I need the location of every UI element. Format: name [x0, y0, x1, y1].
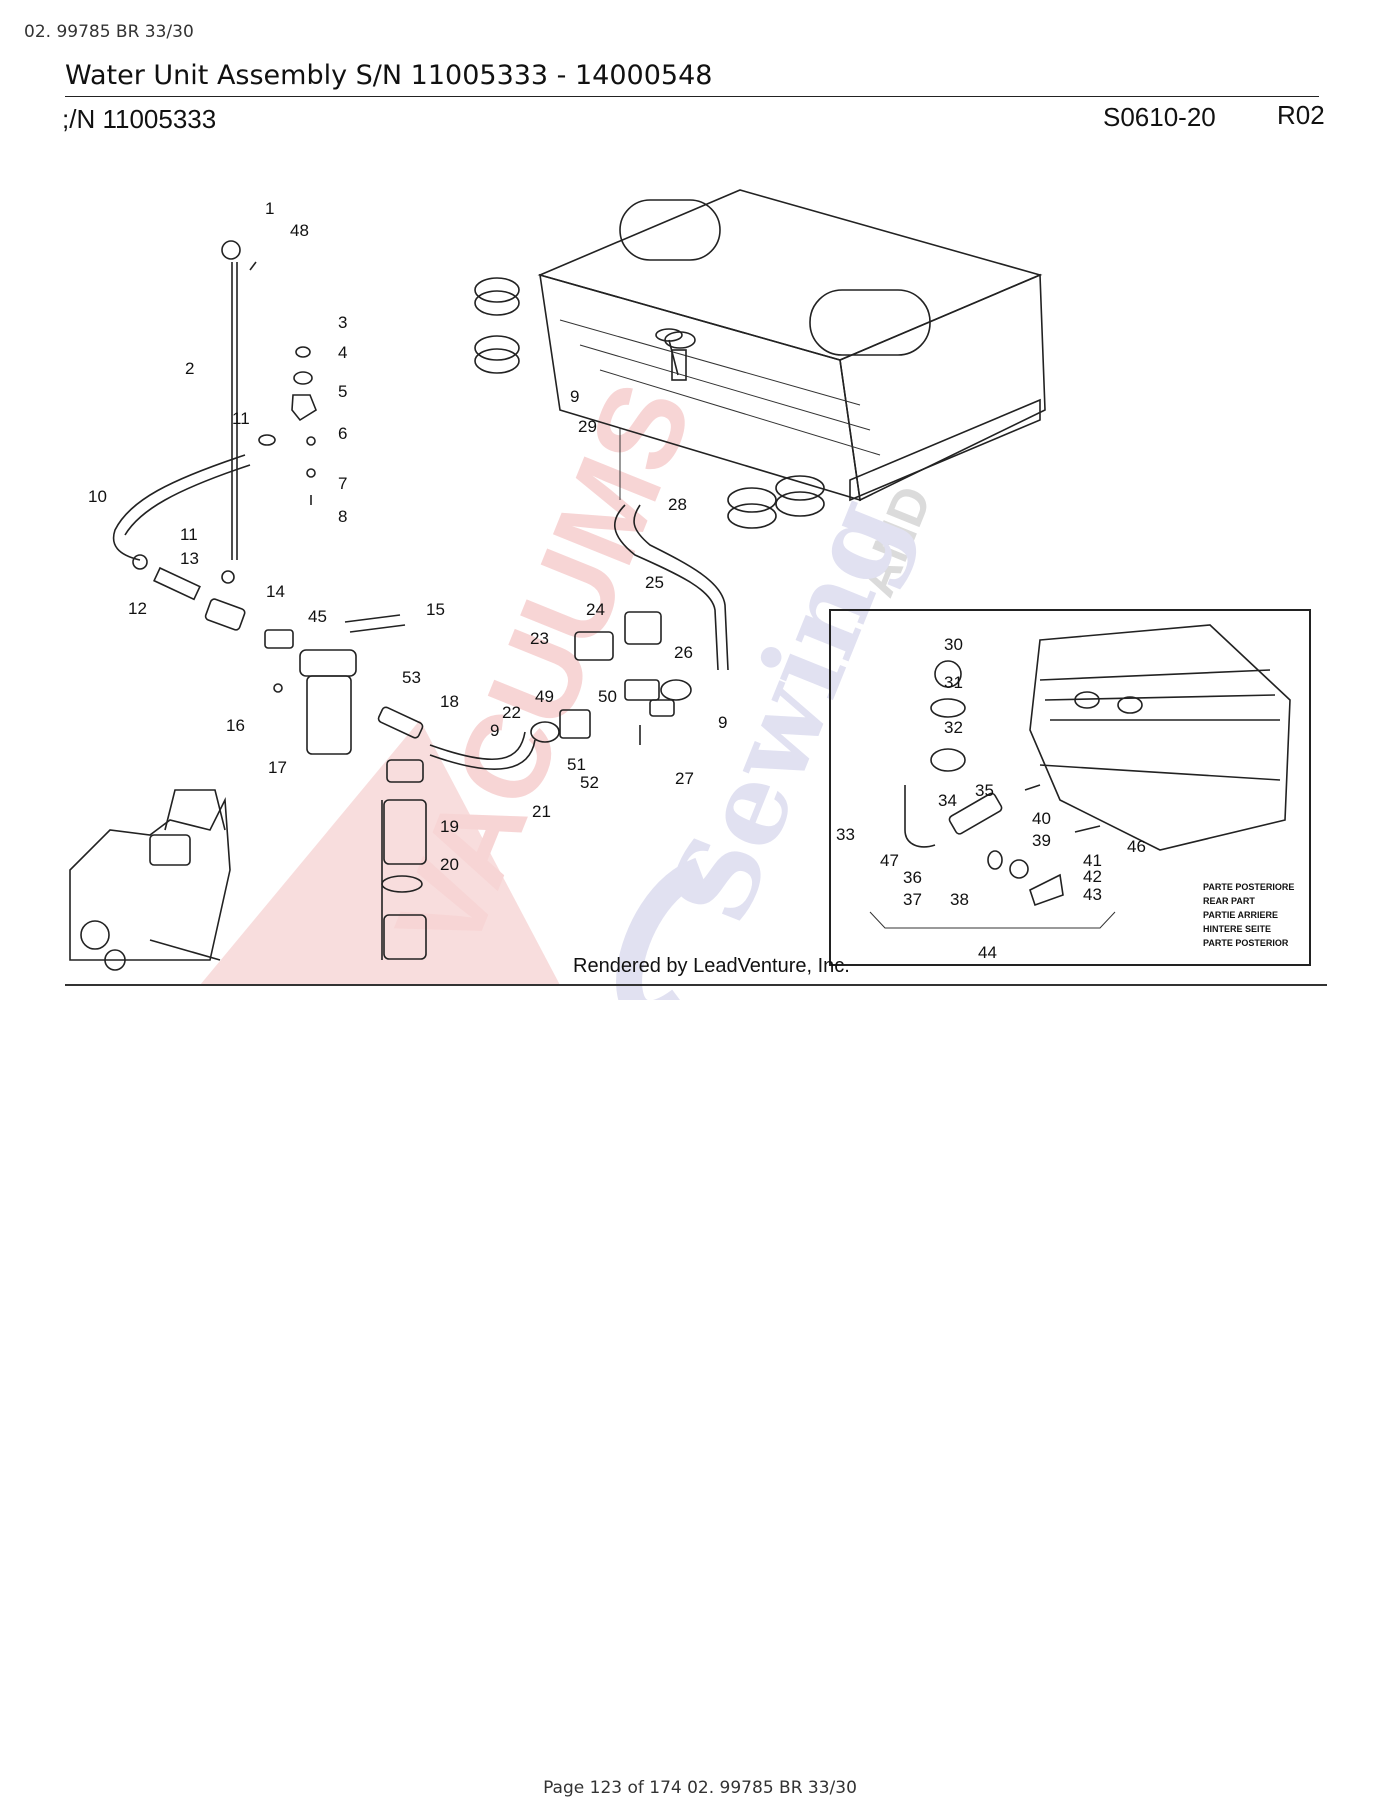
main-frame-drawing: [474, 189, 1046, 529]
callout-14: 14: [266, 582, 285, 601]
callout-34: 34: [938, 791, 957, 810]
callout-3: 3: [338, 313, 347, 332]
callout-43: 43: [1083, 885, 1102, 904]
page-footer: Page 123 of 174 02. 99785 BR 33/30: [543, 1778, 857, 1798]
callout-24: 24: [586, 600, 605, 619]
svg-text:PARTIE ARRIERE: PARTIE ARRIERE: [1203, 910, 1278, 920]
callout-10: 10: [88, 487, 107, 506]
callout-46: 46: [1127, 837, 1146, 856]
callout-41: 41: [1083, 851, 1102, 870]
callout-32: 32: [944, 718, 963, 737]
watermark-swoosh: [616, 857, 706, 1000]
callout-7: 7: [338, 474, 347, 493]
callout-49: 49: [535, 687, 554, 706]
water-line-parts: [112, 240, 729, 960]
callout-25: 25: [645, 573, 664, 592]
drawing-number: S0610-20: [1103, 102, 1216, 132]
callout-8: 8: [338, 507, 347, 526]
watermark-red-triangle: [200, 720, 560, 985]
callout-45: 45: [308, 607, 327, 626]
callout-4: 4: [338, 343, 347, 362]
callout-19: 19: [440, 817, 459, 836]
svg-text:REAR PART: REAR PART: [1203, 896, 1255, 906]
bottom-divider: [65, 984, 1327, 986]
watermark: VACUUMS AND Sewing: [200, 365, 943, 1000]
page-title: Water Unit Assembly S/N 11005333 - 14000…: [65, 60, 713, 91]
callout-9c: 9: [718, 713, 727, 732]
render-credit: Rendered by LeadVenture, Inc.: [573, 955, 850, 977]
document-id: 02. 99785 BR 33/30: [24, 22, 194, 42]
callout-9a: 9: [570, 387, 579, 406]
callout-30: 30: [944, 635, 963, 654]
revision-code: R02: [1277, 100, 1325, 130]
callout-26: 26: [674, 643, 693, 662]
callout-53: 53: [402, 668, 421, 687]
callout-28: 28: [668, 495, 687, 514]
callout-2: 2: [185, 359, 194, 378]
title-divider: [65, 96, 1319, 97]
callout-23: 23: [530, 629, 549, 648]
exploded-parts-diagram: VACUUMS AND Sewing: [69, 189, 1311, 1000]
callout-40: 40: [1032, 809, 1051, 828]
inset-rear-part: [829, 609, 1311, 966]
callout-21: 21: [532, 802, 551, 821]
callout-20: 20: [440, 855, 459, 874]
callout-18: 18: [440, 692, 459, 711]
callout-52: 52: [580, 773, 599, 792]
callout-42: 42: [1083, 867, 1102, 886]
callout-13: 13: [180, 549, 199, 568]
serial-number: ;/N 11005333: [62, 104, 217, 134]
callout-35: 35: [975, 781, 994, 800]
callout-33: 33: [836, 825, 855, 844]
callout-36: 36: [903, 868, 922, 887]
rear-part-legend: PARTE POSTERIORE REAR PART PARTIE ARRIER…: [1203, 882, 1294, 948]
callout-29: 29: [578, 417, 597, 436]
callout-51: 51: [567, 755, 586, 774]
callout-22: 22: [502, 703, 521, 722]
callout-15: 15: [426, 600, 445, 619]
callout-12: 12: [128, 599, 147, 618]
callout-47: 47: [880, 851, 899, 870]
callout-39: 39: [1032, 831, 1051, 850]
callout-44: 44: [978, 943, 997, 962]
callout-5: 5: [338, 382, 347, 401]
callout-17: 17: [268, 758, 287, 777]
callout-9b: 9: [490, 721, 499, 740]
callout-48: 48: [290, 221, 309, 240]
callout-38: 38: [950, 890, 969, 909]
callout-11a: 11: [232, 409, 250, 428]
callout-50: 50: [598, 687, 617, 706]
callout-labels: 1 48 2 3 4 5 11 6 7 8 10 11 13 12 14 45 …: [88, 199, 1146, 962]
callout-31: 31: [944, 673, 963, 692]
callout-1: 1: [265, 199, 274, 218]
callout-27: 27: [675, 769, 694, 788]
svg-text:PARTE POSTERIOR: PARTE POSTERIOR: [1203, 938, 1289, 948]
svg-text:PARTE POSTERIORE: PARTE POSTERIORE: [1203, 882, 1294, 892]
machine-thumbnail: [69, 789, 231, 971]
callout-37: 37: [903, 890, 922, 909]
callout-6: 6: [338, 424, 347, 443]
svg-text:HINTERE SEITE: HINTERE SEITE: [1203, 924, 1271, 934]
callout-16: 16: [226, 716, 245, 735]
callout-11b: 11: [180, 525, 198, 544]
